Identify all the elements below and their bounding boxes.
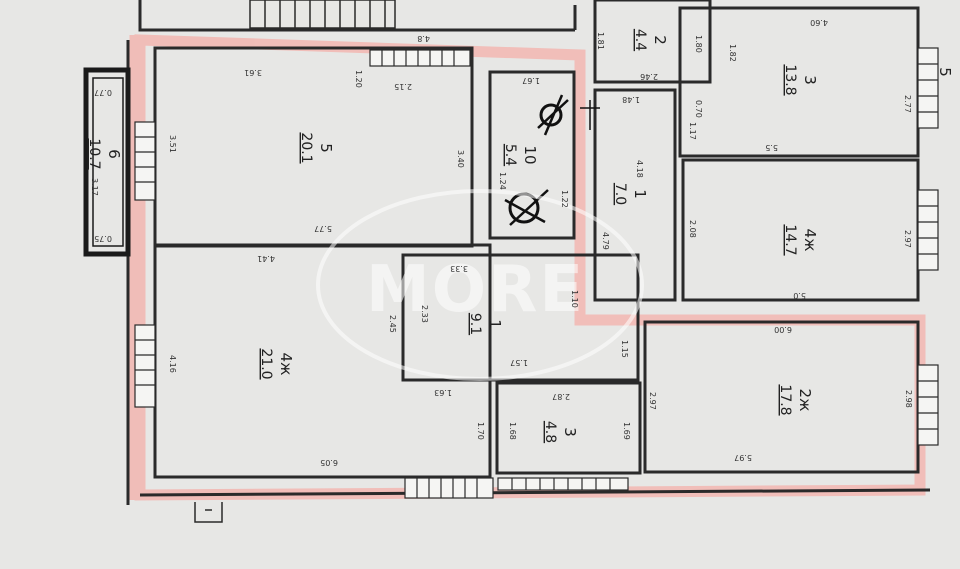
- room-number-5-edge: 5: [936, 67, 954, 77]
- dim-label: 2.08: [688, 220, 697, 238]
- room-area-1-corridor: 7.0: [612, 183, 628, 205]
- room-number-2-top: 2: [651, 35, 669, 45]
- dim-label: 6.00: [774, 325, 792, 334]
- room-number-2zh: 2ж: [796, 388, 814, 411]
- dim-label: 3.40: [456, 150, 465, 168]
- dim-label: 1.67: [522, 76, 540, 85]
- room-labels: 5 20.1 6 10.7 4ж 21.0 1 9.1 3 4.8 2ж 17.…: [86, 29, 954, 443]
- room-number-3-bottom: 3: [561, 427, 579, 437]
- dim-label: 1.68: [508, 422, 517, 440]
- room-area-5: 20.1: [298, 132, 314, 163]
- dim-label: 5.97: [734, 453, 752, 462]
- watermark-text: MORE: [366, 253, 585, 327]
- room-area-4zh-right: 14.7: [782, 224, 798, 255]
- dim-label: 1.48: [622, 95, 640, 104]
- dim-label: 1.24: [498, 172, 507, 190]
- room-area-3-bottom: 4.8: [542, 421, 558, 443]
- dim-label: 2.15: [394, 82, 412, 91]
- dim-label: 2.33: [420, 305, 429, 323]
- dim-label: 3.51: [168, 135, 177, 153]
- dim-label: 4.41: [257, 254, 275, 263]
- dim-label: 1.22: [560, 190, 569, 208]
- dim-label: 1.70: [476, 422, 485, 440]
- dim-label: 2.45: [388, 315, 397, 333]
- room-number-6: 6: [105, 149, 123, 159]
- room-number-4zh-left: 4ж: [277, 352, 295, 375]
- dim-label: 1.63: [434, 388, 452, 397]
- dim-label: 2.97: [903, 230, 912, 248]
- room-number-1-corridor: 1: [631, 189, 649, 199]
- dim-label: 1.20: [354, 70, 363, 88]
- dim-label: 4.8: [417, 34, 430, 43]
- staircase: [249, 0, 396, 29]
- windows: [134, 47, 939, 499]
- dim-label: 4.79: [601, 232, 610, 250]
- room-area-3-top: 13.8: [782, 64, 798, 95]
- room-number-10: 10: [521, 145, 539, 164]
- dim-label: 3.17: [90, 178, 99, 196]
- dim-label: 4.60: [810, 18, 828, 27]
- room-number-5: 5: [317, 143, 335, 153]
- room-area-1-center: 9.1: [467, 313, 483, 335]
- room-number-3-top: 3: [801, 75, 819, 85]
- entrance-step: [194, 502, 223, 523]
- dim-label: 2.87: [552, 392, 570, 401]
- bathroom-fixtures: [504, 94, 600, 226]
- dim-label: 5.77: [314, 224, 332, 233]
- dim-label: 1.15: [620, 340, 629, 358]
- dimension-labels: 3.61 2.15 3.51 3.40 5.77 4.41 4.16 6.05 …: [90, 18, 913, 467]
- dim-label: 5.5: [765, 143, 778, 152]
- room-number-4zh-right: 4ж: [801, 228, 819, 251]
- room-area-2zh: 17.8: [777, 384, 793, 415]
- dim-label: 1.82: [728, 44, 737, 62]
- room-area-4zh-left: 21.0: [258, 348, 274, 379]
- dim-label: 0.70: [694, 100, 703, 118]
- dim-label: 4.16: [168, 355, 177, 373]
- dim-label: 0.77: [94, 88, 112, 97]
- dim-label: 2.77: [903, 95, 912, 113]
- room-area-2-top: 4.4: [632, 29, 648, 51]
- balcony: [83, 67, 131, 257]
- dim-label: 6.05: [320, 458, 338, 467]
- dim-label: 1.17: [688, 122, 697, 140]
- watermark: MORE: [316, 189, 644, 381]
- dim-label: 0.75: [94, 234, 112, 243]
- dim-label: 2.98: [904, 390, 913, 408]
- room-number-1-center: 1: [486, 319, 504, 329]
- room-area-6: 10.7: [86, 138, 102, 169]
- dim-label: 5.0: [793, 291, 806, 300]
- dim-label: 2.46: [640, 72, 658, 81]
- dim-label: 1.57: [510, 358, 528, 367]
- dim-label: 1.10: [570, 290, 579, 308]
- dim-label: 4.18: [635, 160, 644, 178]
- dim-label: 3.61: [244, 68, 262, 77]
- toilet-icon: [539, 103, 563, 127]
- dim-label: 2.97: [648, 392, 657, 410]
- dim-label: 1.69: [622, 422, 631, 440]
- dim-label: 1.81: [596, 32, 605, 50]
- dim-label: 3.33: [450, 264, 468, 273]
- room-area-10: 5.4: [502, 144, 518, 166]
- dim-label: 1.80: [694, 35, 703, 53]
